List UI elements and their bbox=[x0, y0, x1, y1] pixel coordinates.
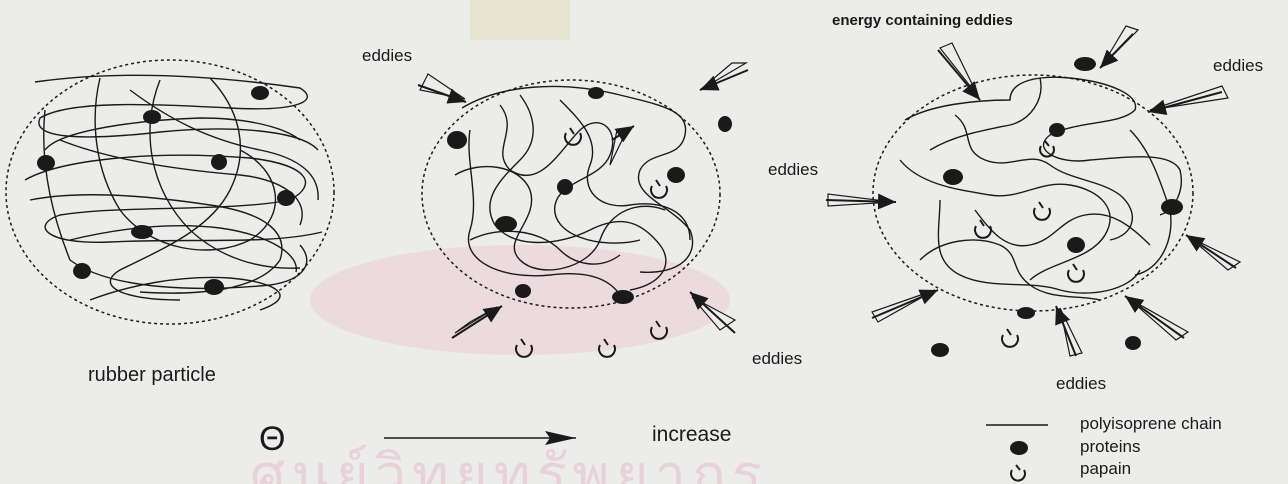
legend-label-polyisoprene: polyisoprene chain bbox=[1080, 414, 1222, 434]
eddies-label-3: eddies bbox=[768, 160, 818, 180]
theta-symbol: Θ bbox=[259, 420, 285, 459]
increase-label: increase bbox=[652, 423, 731, 447]
increase-arrow bbox=[384, 431, 576, 445]
particle-3-chains bbox=[900, 77, 1181, 300]
free-items-right bbox=[931, 329, 1141, 357]
eddies-label-4: eddies bbox=[752, 349, 802, 369]
energy-containing-eddies-label: energy containing eddies bbox=[832, 12, 1013, 29]
legend-label-papain: papain bbox=[1080, 459, 1131, 479]
particle-2-internal-arrow bbox=[610, 126, 634, 165]
legend-label-proteins: proteins bbox=[1080, 437, 1140, 457]
particle-3-proteins bbox=[943, 57, 1183, 319]
eddy-arrows-right bbox=[826, 26, 1240, 356]
rubber-particle-label: rubber particle bbox=[88, 364, 216, 387]
eddies-label-5: eddies bbox=[1056, 374, 1106, 394]
rubber-particle bbox=[6, 60, 334, 324]
legend-dot-symbol bbox=[1010, 441, 1028, 455]
eddies-label-2: eddies bbox=[1213, 56, 1263, 76]
particle-3 bbox=[873, 57, 1193, 319]
particle-1-chains bbox=[25, 75, 322, 310]
legend-symbols bbox=[986, 425, 1048, 481]
eddies-label-1: eddies bbox=[362, 46, 412, 66]
legend-crescent-symbol bbox=[1011, 465, 1025, 481]
